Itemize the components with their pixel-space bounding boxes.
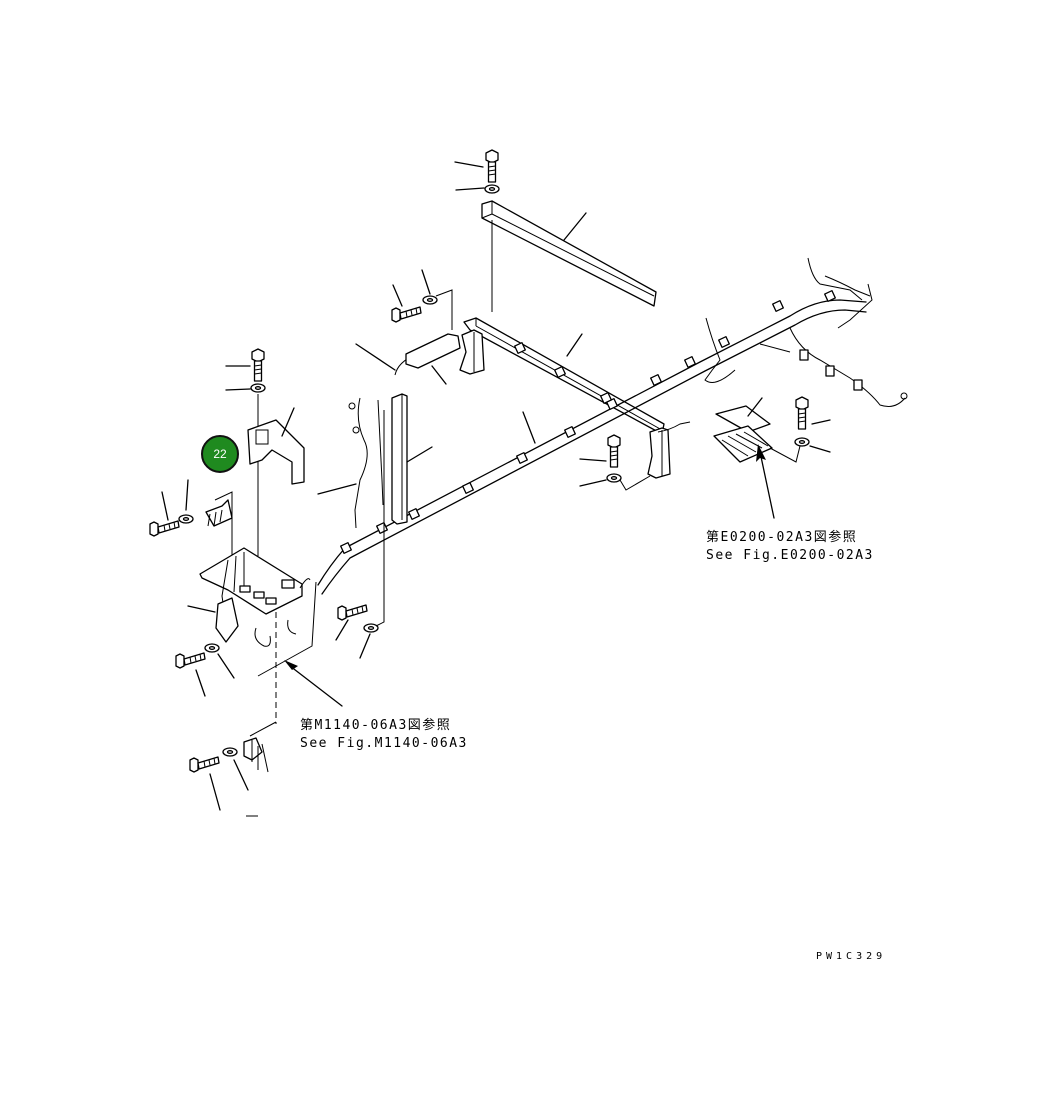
reference-arrow-m1140: [284, 660, 343, 707]
bolt-icon: [795, 396, 809, 430]
bottom-bolt-group[interactable]: [189, 721, 277, 817]
reference-e0200-jp: 第E0200-02A3図参照: [706, 530, 858, 545]
left-bracket-group[interactable]: [149, 348, 305, 560]
bolt-icon: [251, 348, 265, 382]
clamp-icon: [376, 522, 388, 534]
washer-icon: [363, 623, 379, 633]
upper-bracket[interactable]: [391, 269, 461, 369]
callout-22-badge[interactable]: 22: [201, 435, 239, 473]
bolt-icon: [175, 652, 206, 669]
center-bolt-group[interactable]: [335, 410, 385, 659]
drawing-code: PW1C329: [816, 951, 887, 962]
top-bolt-group[interactable]: [454, 149, 500, 194]
small-connectors[interactable]: [799, 349, 908, 400]
washer-icon: [204, 643, 220, 653]
bolt-icon: [607, 434, 621, 468]
clamp-icon: [772, 300, 784, 312]
clamp-icon: [462, 482, 474, 494]
washer-icon: [794, 437, 810, 447]
washer-icon: [422, 295, 438, 305]
reference-m1140-en: See Fig.M1140-06A3: [300, 736, 468, 751]
right-bolt-group[interactable]: [579, 434, 651, 491]
branch-wires: [317, 257, 906, 529]
lower-bracket-assembly[interactable]: [175, 547, 317, 724]
washer-icon: [222, 747, 238, 757]
bolt-icon: [337, 604, 368, 621]
washer-icon: [484, 184, 500, 194]
washer-icon: [606, 473, 622, 483]
reference-e0200-en: See Fig.E0200-02A3: [706, 548, 874, 563]
reference-m1140-jp: 第M1140-06A3図参照: [300, 718, 452, 733]
arrow-icon: [289, 665, 343, 707]
arrow-icon: [759, 451, 775, 519]
reference-e0200: 第E0200-02A3図参照 See Fig.E0200-02A3: [706, 529, 874, 565]
connector-icon: [900, 392, 908, 400]
bolt-icon: [485, 149, 499, 183]
cross-member[interactable]: [481, 200, 657, 312]
bolt-icon: [391, 306, 422, 323]
bolt-icon: [189, 756, 220, 773]
washer-icon: [250, 383, 266, 393]
reference-m1140: 第M1140-06A3図参照 See Fig.M1140-06A3: [300, 717, 468, 753]
bolt-icon: [149, 520, 180, 537]
callout-label: 22: [213, 447, 227, 461]
clamp-icon: [718, 336, 730, 348]
washer-icon: [178, 514, 194, 524]
connector-plate[interactable]: [713, 396, 831, 519]
clamp-icon: [516, 452, 528, 464]
